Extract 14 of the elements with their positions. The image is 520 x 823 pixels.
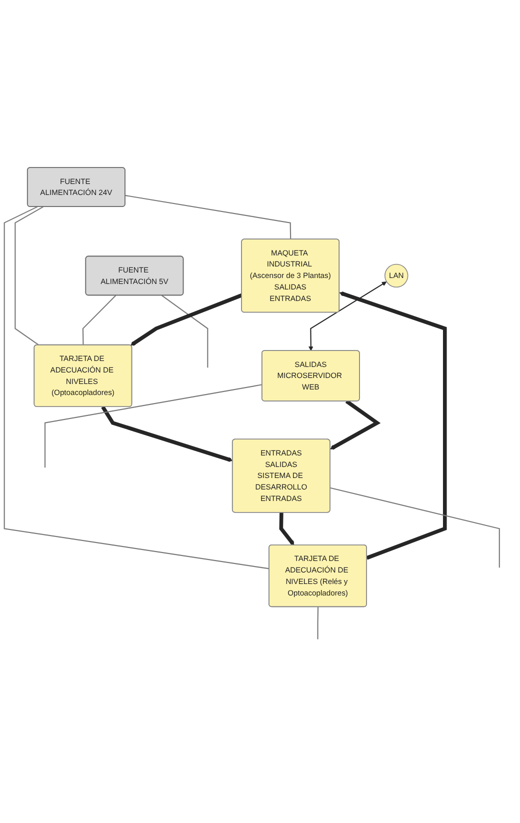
- arrow: [279, 512, 294, 546]
- connector: [317, 606, 319, 640]
- connector: [330, 487, 500, 568]
- connector: [14, 206, 44, 346]
- connector: [4, 206, 270, 570]
- arrow: [130, 293, 242, 346]
- arrow: [339, 292, 447, 560]
- arrow: [330, 400, 381, 450]
- connector: [125, 194, 292, 240]
- arrow: [101, 406, 233, 462]
- connector: [161, 295, 208, 368]
- connector: [82, 295, 116, 346]
- arrow: [308, 282, 387, 351]
- connector: [44, 384, 262, 468]
